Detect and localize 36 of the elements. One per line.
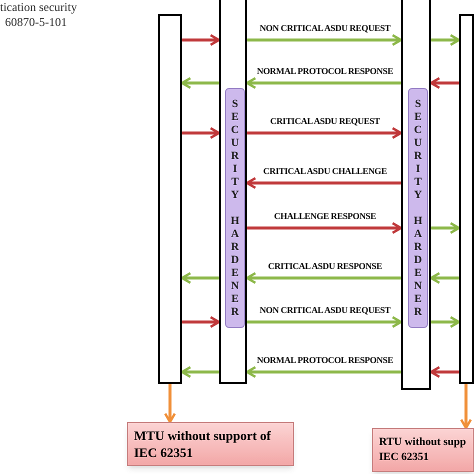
lifeline-bar	[401, 0, 431, 390]
lifeline-bar	[219, 0, 247, 384]
arrow	[182, 316, 220, 328]
caption-text: tication security	[0, 0, 77, 15]
endpoint-label: MTU without support of IEC 62351	[134, 427, 272, 461]
endpoint-box	[127, 422, 294, 466]
lifeline-bar	[158, 14, 182, 384]
vertical-label: SECURITY HARDENER	[412, 98, 424, 318]
hardener-box	[408, 88, 428, 328]
arrow	[164, 384, 176, 424]
lifeline-bar	[459, 14, 474, 384]
arrow	[246, 272, 401, 284]
arrow	[246, 177, 401, 189]
arrow	[430, 77, 459, 89]
arrow	[182, 127, 220, 139]
vertical-label: SECURITY HARDENER	[230, 98, 240, 318]
endpoint-box	[372, 428, 474, 472]
arrow	[180, 366, 219, 378]
arrow	[431, 34, 460, 46]
arrow	[247, 127, 402, 139]
arrow	[431, 316, 460, 328]
arrow	[246, 366, 401, 378]
arrow	[182, 34, 220, 46]
arrow	[430, 272, 459, 284]
arrow	[431, 222, 460, 234]
hardener-box	[225, 88, 245, 328]
arrow	[180, 77, 219, 89]
arrow	[246, 77, 401, 89]
arrow	[247, 222, 402, 234]
endpoint-label: RTU without supp IEC 62351	[379, 435, 467, 465]
arrow	[460, 384, 472, 430]
arrow	[247, 316, 402, 328]
caption-text: 60870-5-101	[4, 15, 68, 30]
arrow	[430, 366, 459, 378]
arrow	[247, 34, 402, 46]
arrow	[180, 272, 219, 284]
